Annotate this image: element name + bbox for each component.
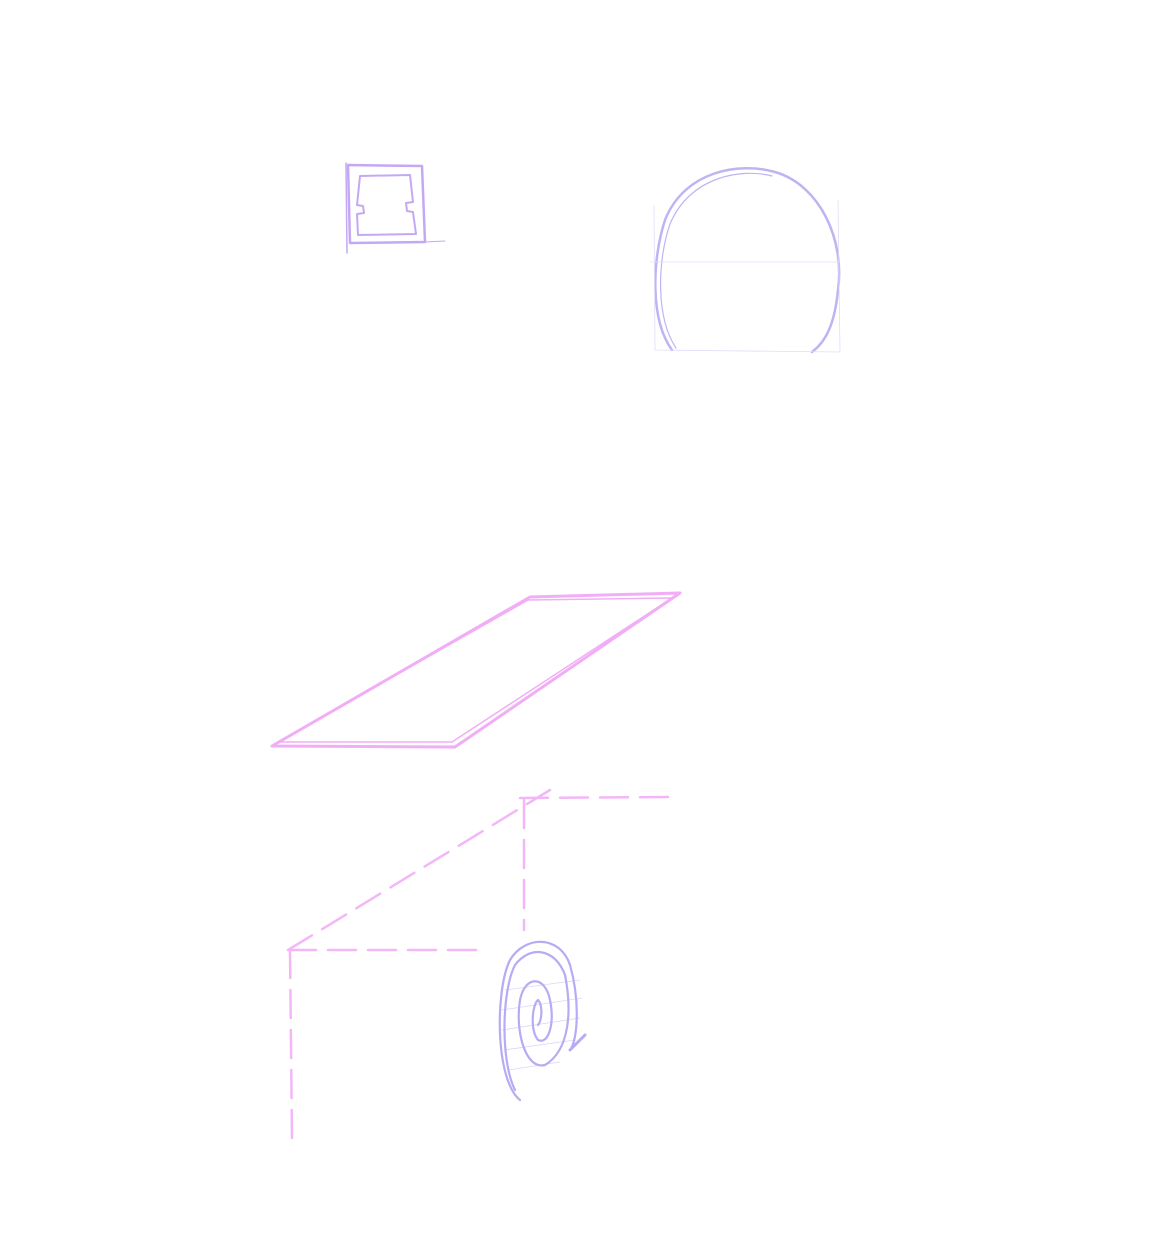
- dashed-box-sketch: [286, 788, 670, 1142]
- arch-sketch: [649, 166, 841, 354]
- parallelogram-sketch: [270, 591, 682, 749]
- square-frame-sketch: [345, 162, 446, 254]
- spiral-wheel-sketch: [498, 940, 587, 1102]
